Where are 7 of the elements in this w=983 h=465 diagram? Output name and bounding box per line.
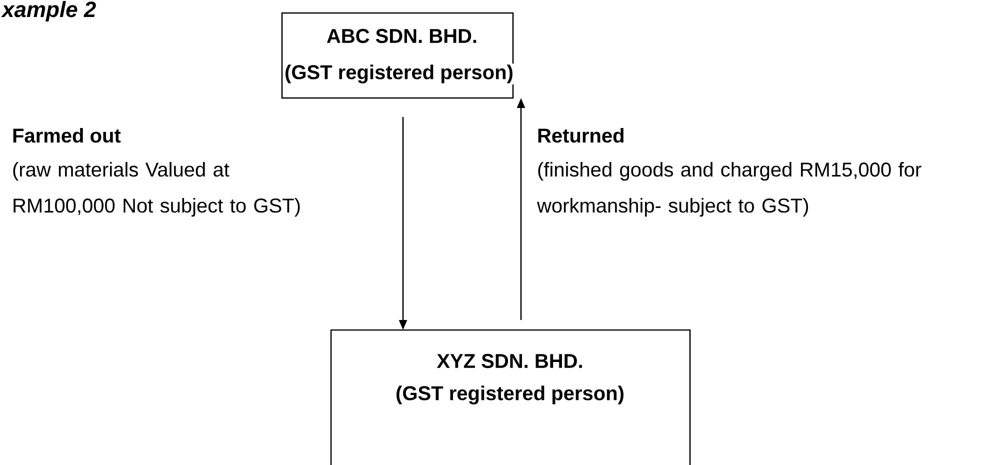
note-text: (raw materials Valued at RM100,000 Not subject to GST) [13,162,300,217]
note-heading: Returned [538,128,624,143]
note-heading: Farmed out [13,128,121,143]
note-text: (finished goods and charged RM15,000 for workmanship- subject to GST) [536,162,922,217]
company-box: XYZ SDN. BHD. (GST registered person) [330,329,691,465]
heading: xample 2 [1,1,96,22]
company-box: ABC SDN. BHD. (GST registered person) [281,12,514,99]
